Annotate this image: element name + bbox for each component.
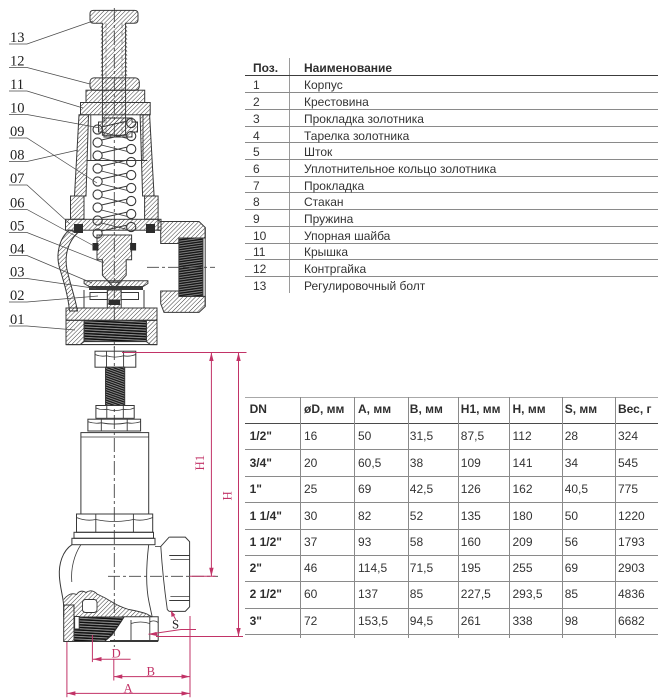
svg-text:02: 02 xyxy=(10,288,25,304)
svg-text:01: 01 xyxy=(10,312,25,328)
svg-text:04: 04 xyxy=(10,242,25,258)
svg-text:D: D xyxy=(112,647,121,661)
svg-text:H: H xyxy=(221,491,235,500)
svg-text:10: 10 xyxy=(10,101,25,117)
svg-text:11: 11 xyxy=(10,77,24,93)
svg-text:S: S xyxy=(172,618,179,632)
svg-text:08: 08 xyxy=(10,148,25,164)
svg-text:H1: H1 xyxy=(193,455,207,471)
svg-text:07: 07 xyxy=(10,171,25,187)
svg-text:03: 03 xyxy=(10,265,25,281)
svg-text:A: A xyxy=(124,681,134,695)
svg-text:13: 13 xyxy=(10,30,25,46)
svg-text:06: 06 xyxy=(10,196,25,212)
svg-text:09: 09 xyxy=(10,124,25,140)
svg-text:B: B xyxy=(147,665,156,679)
svg-text:12: 12 xyxy=(10,54,25,70)
svg-text:05: 05 xyxy=(10,219,25,235)
